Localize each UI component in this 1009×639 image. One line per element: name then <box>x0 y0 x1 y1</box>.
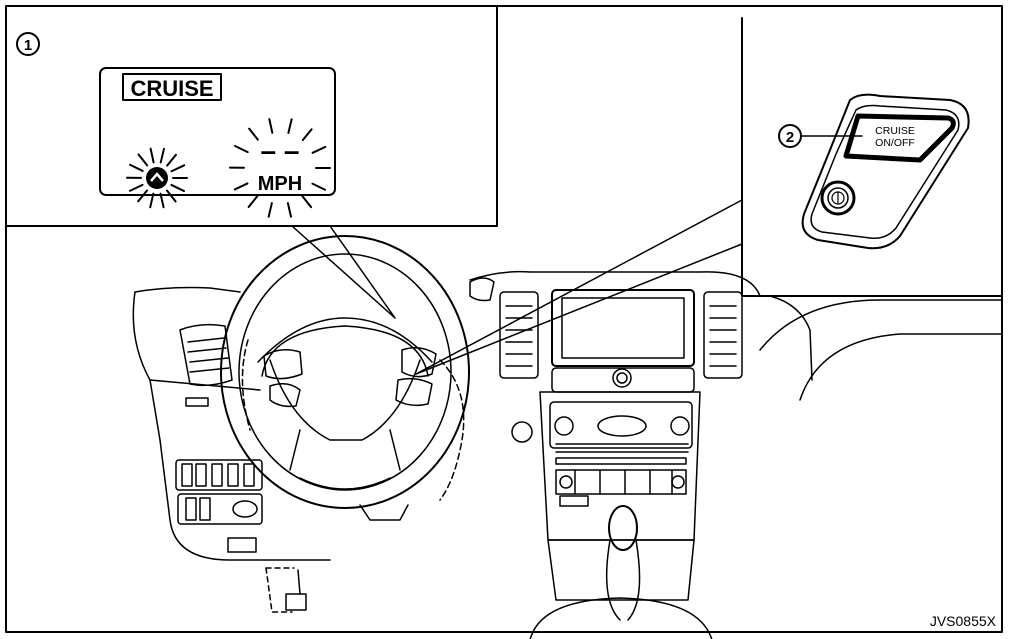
blink-ray <box>311 182 327 191</box>
callout-2-label: 2 <box>786 129 794 146</box>
cruise-indicator-text: CRUISE <box>130 76 213 101</box>
callout-1-label: 1 <box>24 37 32 54</box>
blink-ray <box>170 183 186 193</box>
blink-ray <box>267 202 273 218</box>
blink-ray <box>233 182 249 191</box>
inset-meter-display: 1 CRUISE – – MPH <box>5 5 498 227</box>
figure-frame <box>5 5 1003 633</box>
blink-ray <box>287 118 293 134</box>
blink-ray <box>311 145 327 154</box>
set-indicator-icon <box>126 147 188 209</box>
dashboard-illustration <box>132 235 1003 639</box>
blink-ray <box>137 189 148 203</box>
blink-ray <box>166 153 177 167</box>
cruise-button-label-line1: CRUISE <box>875 125 915 137</box>
blink-ray <box>301 195 313 209</box>
blink-ray <box>159 147 165 164</box>
blink-ray <box>159 192 165 209</box>
blink-ray <box>170 164 186 173</box>
cruise-on-off-button <box>843 113 956 163</box>
speed-unit-text: MPH <box>258 173 302 195</box>
steering-heat-button <box>820 180 856 216</box>
navigation-screen <box>551 289 695 367</box>
figure-id: JVS0855X <box>930 613 997 629</box>
meter-display-screen <box>99 67 336 196</box>
blink-ray <box>129 163 144 172</box>
blink-ray <box>248 127 259 141</box>
cruise-button-label-line2: ON/OFF <box>875 137 915 149</box>
blink-ray <box>149 192 155 209</box>
leader-line-meter <box>291 225 396 319</box>
blink-ray <box>149 147 155 164</box>
blink-ray <box>301 128 313 142</box>
steering-wheel <box>220 235 470 509</box>
inset-cruise-switch: CRUISE ON/OFF 2 <box>741 17 1003 297</box>
speed-dashes: – – <box>261 135 300 166</box>
blink-ray <box>234 144 249 154</box>
blink-ray <box>247 195 259 208</box>
cruise-indicator-box <box>122 73 222 101</box>
blink-ray <box>165 189 177 203</box>
blink-ray <box>137 153 149 167</box>
callout-1-circle <box>16 32 40 56</box>
set-speed-readout: – – MPH <box>229 118 331 218</box>
blink-ray <box>268 118 274 134</box>
blink-ray <box>286 202 292 218</box>
blink-ray <box>128 183 144 192</box>
shift-lever-knob <box>608 505 638 551</box>
leader-line-switch <box>415 199 743 375</box>
